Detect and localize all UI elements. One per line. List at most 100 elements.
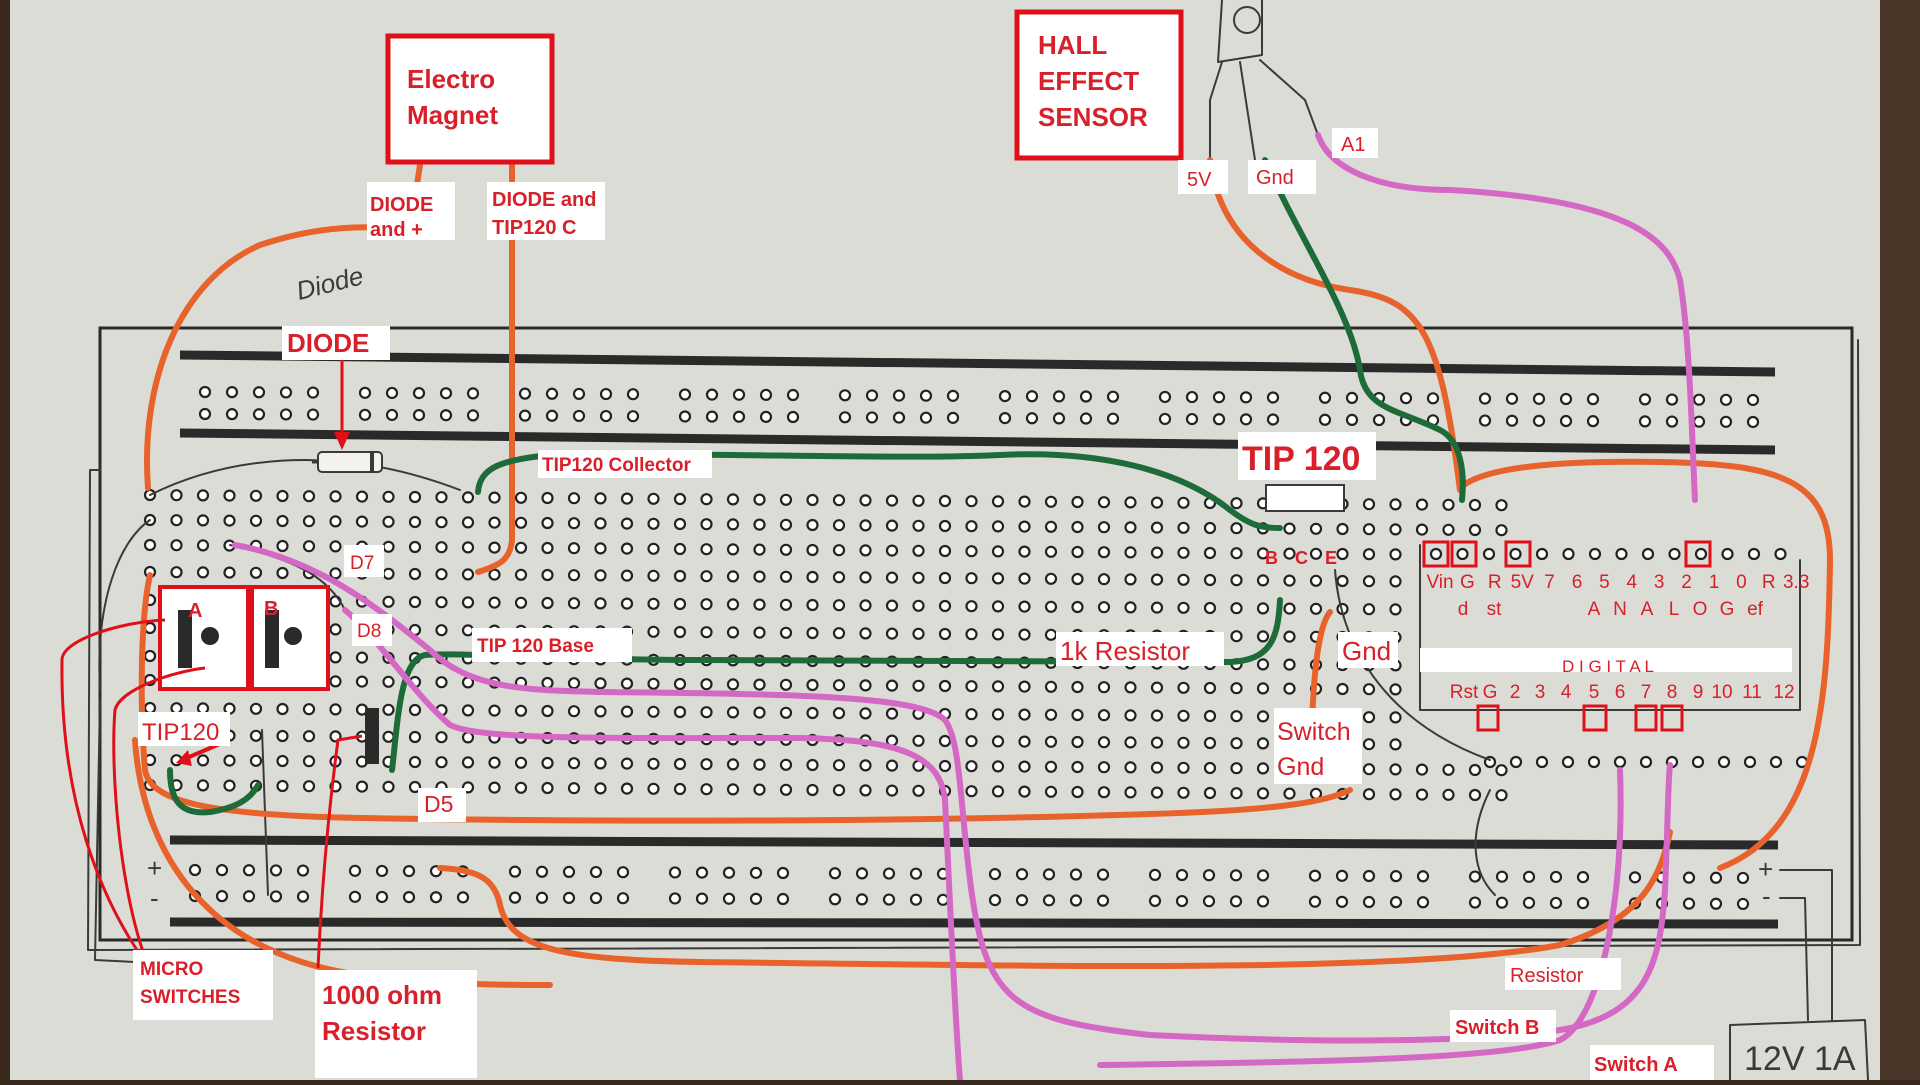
- breadboard-hole: [1150, 681, 1164, 694]
- breadboard-hole: [668, 892, 682, 905]
- breadboard-hole: [1308, 895, 1322, 908]
- breadboard-hole: [1158, 390, 1172, 404]
- breadboard-hole: [488, 756, 501, 769]
- pencil-wire-battery-plus: [1779, 869, 1833, 1021]
- breadboard-hole: [276, 514, 289, 528]
- breadboard-hole: [567, 492, 581, 505]
- breadboard-hole: [1018, 708, 1031, 721]
- label-rail-minus-left: -: [150, 883, 159, 913]
- breadboard-hole: [965, 735, 978, 748]
- breadboard-hole: [1018, 520, 1031, 533]
- breadboard-hole: [249, 702, 263, 715]
- breadboard-hole: [594, 542, 607, 555]
- breadboard-hole: [1389, 870, 1403, 883]
- breadboard-hole: [1335, 895, 1349, 908]
- label-bg-1k: [1056, 632, 1224, 666]
- breadboard-hole: [1389, 896, 1403, 909]
- breadboard-hole: [1097, 761, 1111, 774]
- breadboard-hole: [838, 411, 852, 424]
- label-tip120-left: TIP120: [142, 719, 219, 746]
- green-wire-switch: [167, 767, 261, 816]
- breadboard-hole: [1124, 573, 1137, 586]
- breadboard-hole: [382, 780, 395, 793]
- breadboard-hole: [1576, 896, 1590, 910]
- breadboard-hole: [1639, 755, 1653, 769]
- breadboard-hole: [1426, 392, 1440, 405]
- breadboard-hole: [249, 489, 263, 502]
- breadboard-hole: [912, 544, 925, 557]
- breadboard-hole: [753, 758, 766, 771]
- breadboard-hole: [991, 628, 1005, 641]
- pink-wire-switch-b: [1097, 767, 1624, 1068]
- breadboard-hole: [912, 784, 925, 797]
- breadboard-hole: [276, 754, 289, 768]
- breadboard-hole: [276, 566, 289, 580]
- arduino-pin-label: 5V: [1511, 572, 1535, 593]
- breadboard-hole: [912, 734, 925, 747]
- label-switch-gnd: Gnd: [1277, 753, 1324, 781]
- breadboard-hole: [1746, 393, 1760, 407]
- breadboard-hole: [541, 756, 554, 770]
- breadboard-hole: [779, 783, 793, 796]
- breadboard-hole: [668, 866, 682, 879]
- breadboard-hole: [1256, 762, 1270, 775]
- breadboard-hole: [1549, 870, 1563, 884]
- breadboard-hole: [885, 519, 899, 532]
- breadboard-hole: [1478, 414, 1492, 427]
- breadboard-hole: [488, 568, 501, 581]
- hall-sensor-line-3: SENSOR: [1038, 102, 1148, 132]
- breadboard-hole: [143, 649, 157, 663]
- breadboard-hole: [806, 678, 819, 692]
- breadboard-hole: [1509, 547, 1522, 561]
- breadboard-hole: [439, 387, 453, 400]
- breadboard-hole: [143, 538, 157, 552]
- hall-sensor-leg-3: [1259, 59, 1319, 136]
- breadboard-hole: [1177, 709, 1190, 722]
- breadboard-hole: [1415, 498, 1429, 511]
- arduino-digital-pin-label: 9: [1693, 682, 1704, 703]
- breadboard-hole: [223, 566, 236, 579]
- breadboard-hole: [700, 783, 713, 796]
- breadboard-hole: [1256, 682, 1270, 695]
- breadboard-outline-sketch: [87, 339, 1861, 951]
- label-d8: D8: [357, 621, 381, 642]
- breadboard-hole: [408, 780, 422, 794]
- label-bg-gnd: [1338, 632, 1398, 668]
- breadboard-hole: [705, 388, 719, 401]
- breadboard-hole: [673, 517, 687, 531]
- breadboard-hole: [143, 701, 157, 715]
- breadboard-hole: [562, 891, 576, 905]
- breadboard-hole: [1256, 574, 1270, 587]
- breadboard-hole: [1283, 574, 1296, 587]
- breadboard-hole: [991, 572, 1005, 585]
- breadboard-hole: [196, 779, 210, 792]
- switch-b-bar: [265, 610, 279, 668]
- breadboard-hole: [1495, 870, 1509, 883]
- breadboard-hole: [806, 543, 819, 557]
- breadboard-hole: [700, 758, 713, 771]
- breadboard-hole: [726, 570, 740, 583]
- breadboard-hole: [620, 782, 634, 795]
- breadboard-hole: [885, 627, 899, 640]
- breadboard-hole: [726, 518, 740, 531]
- arduino-digital-pin-label: 12: [1773, 682, 1794, 703]
- breadboard-hole: [1203, 709, 1217, 723]
- breadboard-hole: [435, 516, 448, 529]
- arduino-pin-label: 0: [1736, 572, 1747, 593]
- breadboard-hole: [461, 516, 475, 529]
- breadboard-hole: [919, 389, 933, 402]
- arduino-digital-pin-label: Rst: [1450, 682, 1479, 703]
- breadboard-hole: [514, 781, 528, 794]
- breadboard-hole: [1415, 763, 1429, 776]
- breadboard-hole: [302, 755, 316, 768]
- breadboard-hole: [545, 387, 559, 400]
- breadboard-hole: [865, 411, 879, 424]
- breadboard-hole: [198, 385, 212, 399]
- breadboard-hole: [1230, 547, 1243, 560]
- label-resistor-bottom: Resistor: [1510, 965, 1584, 987]
- breadboard-hole: [1468, 763, 1482, 777]
- breadboard-hole: [855, 867, 869, 880]
- breadboard-hole: [1071, 572, 1084, 586]
- label-rail-plus-left: +: [147, 853, 162, 883]
- hall-sensor-line-2: EFFECT: [1038, 66, 1139, 96]
